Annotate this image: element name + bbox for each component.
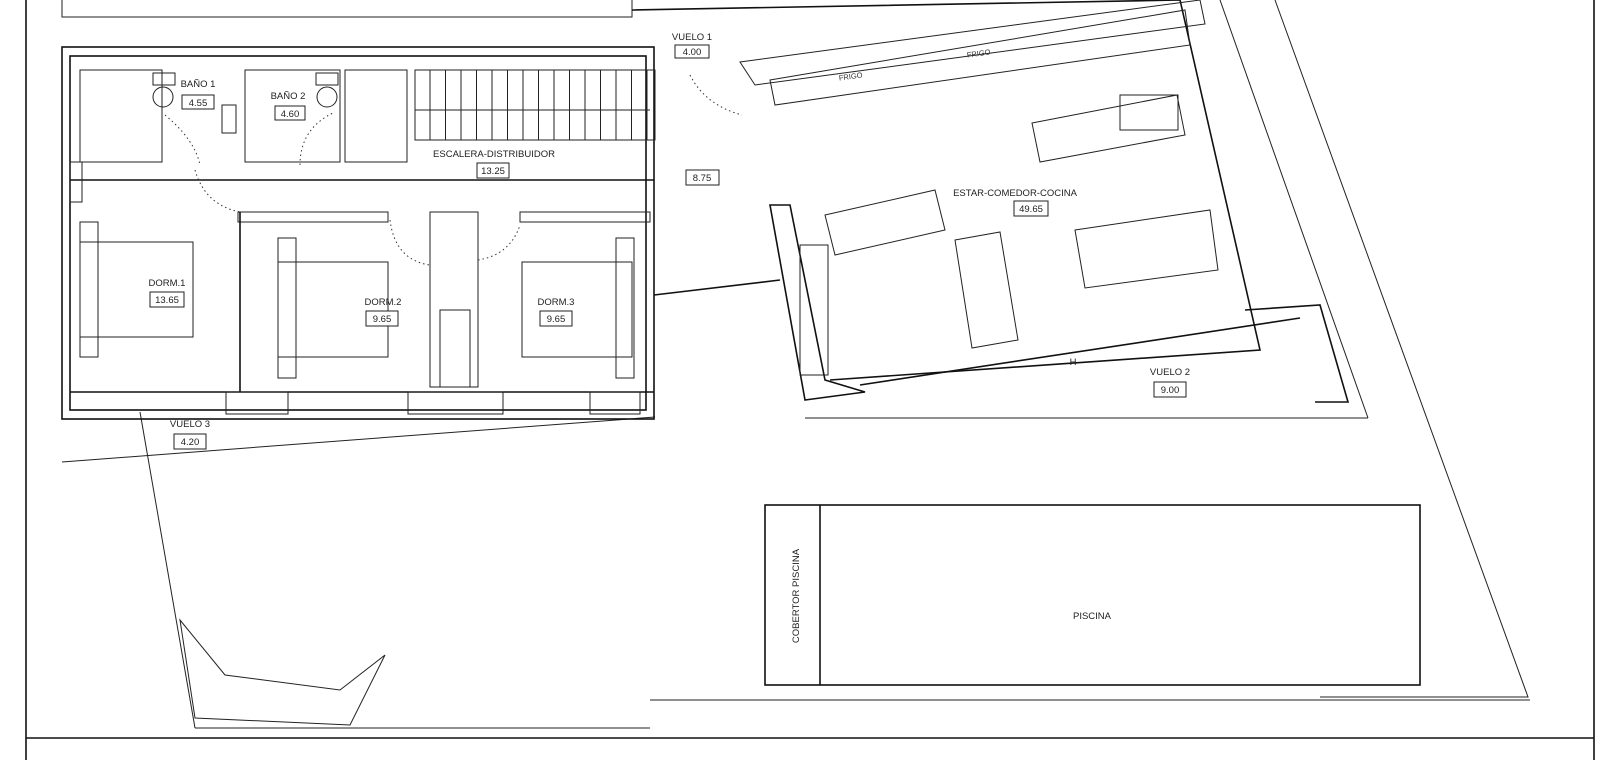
room-labels: VUELO 1 4.00 BAÑO 1 4.55 BAÑO 2 4.60 ESC… <box>149 32 1191 643</box>
room-area-paso: 8.75 <box>693 173 712 184</box>
room-area-vuelo1: 4.00 <box>683 47 702 58</box>
frigo-label-1: FRIGO <box>838 70 863 82</box>
room-area-bano2: 4.60 <box>281 109 300 120</box>
room-name-dorm3: DORM.3 <box>538 297 575 308</box>
room-name-dorm1: DORM.1 <box>149 278 186 289</box>
room-area-escalera: 13.25 <box>481 166 505 177</box>
living-wing-walls: H <box>631 0 1369 419</box>
room-name-bano1: BAÑO 1 <box>181 79 216 90</box>
room-name-estar: ESTAR-COMEDOR-COCINA <box>953 188 1078 199</box>
pool-label: PISCINA <box>1073 611 1112 622</box>
plot-outline <box>61 0 1530 729</box>
svg-text:H: H <box>1070 357 1077 368</box>
room-area-bano1: 4.55 <box>189 98 208 109</box>
room-name-vuelo3: VUELO 3 <box>170 419 210 430</box>
room-name-vuelo1: VUELO 1 <box>672 32 712 43</box>
room-area-dorm1: 13.65 <box>155 295 179 306</box>
pool-cover-label: COBERTOR PISCINA <box>791 548 802 643</box>
pool <box>764 504 1421 686</box>
bedroom-wing-walls <box>61 46 743 420</box>
stair-treads <box>429 70 648 140</box>
planter <box>179 618 386 726</box>
room-name-escalera: ESCALERA-DISTRIBUIDOR <box>433 149 555 160</box>
room-name-bano2: BAÑO 2 <box>271 91 306 102</box>
sheet-frame <box>25 0 1595 760</box>
room-area-dorm2: 9.65 <box>373 314 392 325</box>
room-name-vuelo2: VUELO 2 <box>1150 367 1190 378</box>
frigo-label-2: FRIGO <box>966 47 991 59</box>
room-area-vuelo3: 4.20 <box>181 437 200 448</box>
room-area-dorm3: 9.65 <box>547 314 566 325</box>
room-area-vuelo2: 9.00 <box>1161 385 1180 396</box>
room-name-dorm2: DORM.2 <box>365 297 402 308</box>
room-area-estar: 49.65 <box>1019 204 1043 215</box>
staircase <box>414 69 656 141</box>
